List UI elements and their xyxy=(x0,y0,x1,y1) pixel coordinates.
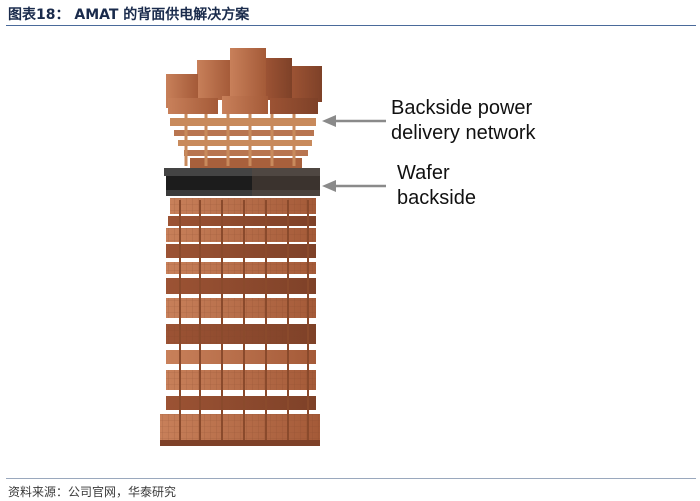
callout-wafer-line1: Wafer xyxy=(397,162,450,184)
title-divider xyxy=(6,25,696,26)
callout-power-network: Backside power delivery network xyxy=(391,96,536,146)
footer-divider xyxy=(6,478,696,479)
source-note: 资料来源：公司官网，华泰研究 xyxy=(8,485,177,499)
tower-pillars xyxy=(179,200,309,440)
callout-arrows xyxy=(322,115,386,192)
callout-wafer-line2: backside xyxy=(397,187,476,209)
device-tower xyxy=(160,198,320,446)
wafer-layer xyxy=(164,168,320,196)
arrow-head-wafer xyxy=(322,180,336,192)
callout-power-line1: Backside power xyxy=(391,97,533,119)
upper-pillars xyxy=(184,114,296,166)
arrow-head-power xyxy=(322,115,336,127)
figure-title: 图表18： AMAT 的背面供电解决方案 xyxy=(8,7,250,23)
callout-power-line2: delivery network xyxy=(391,122,536,144)
callout-wafer-backside: Wafer backside xyxy=(397,161,476,211)
power-network-blocks xyxy=(166,48,322,168)
